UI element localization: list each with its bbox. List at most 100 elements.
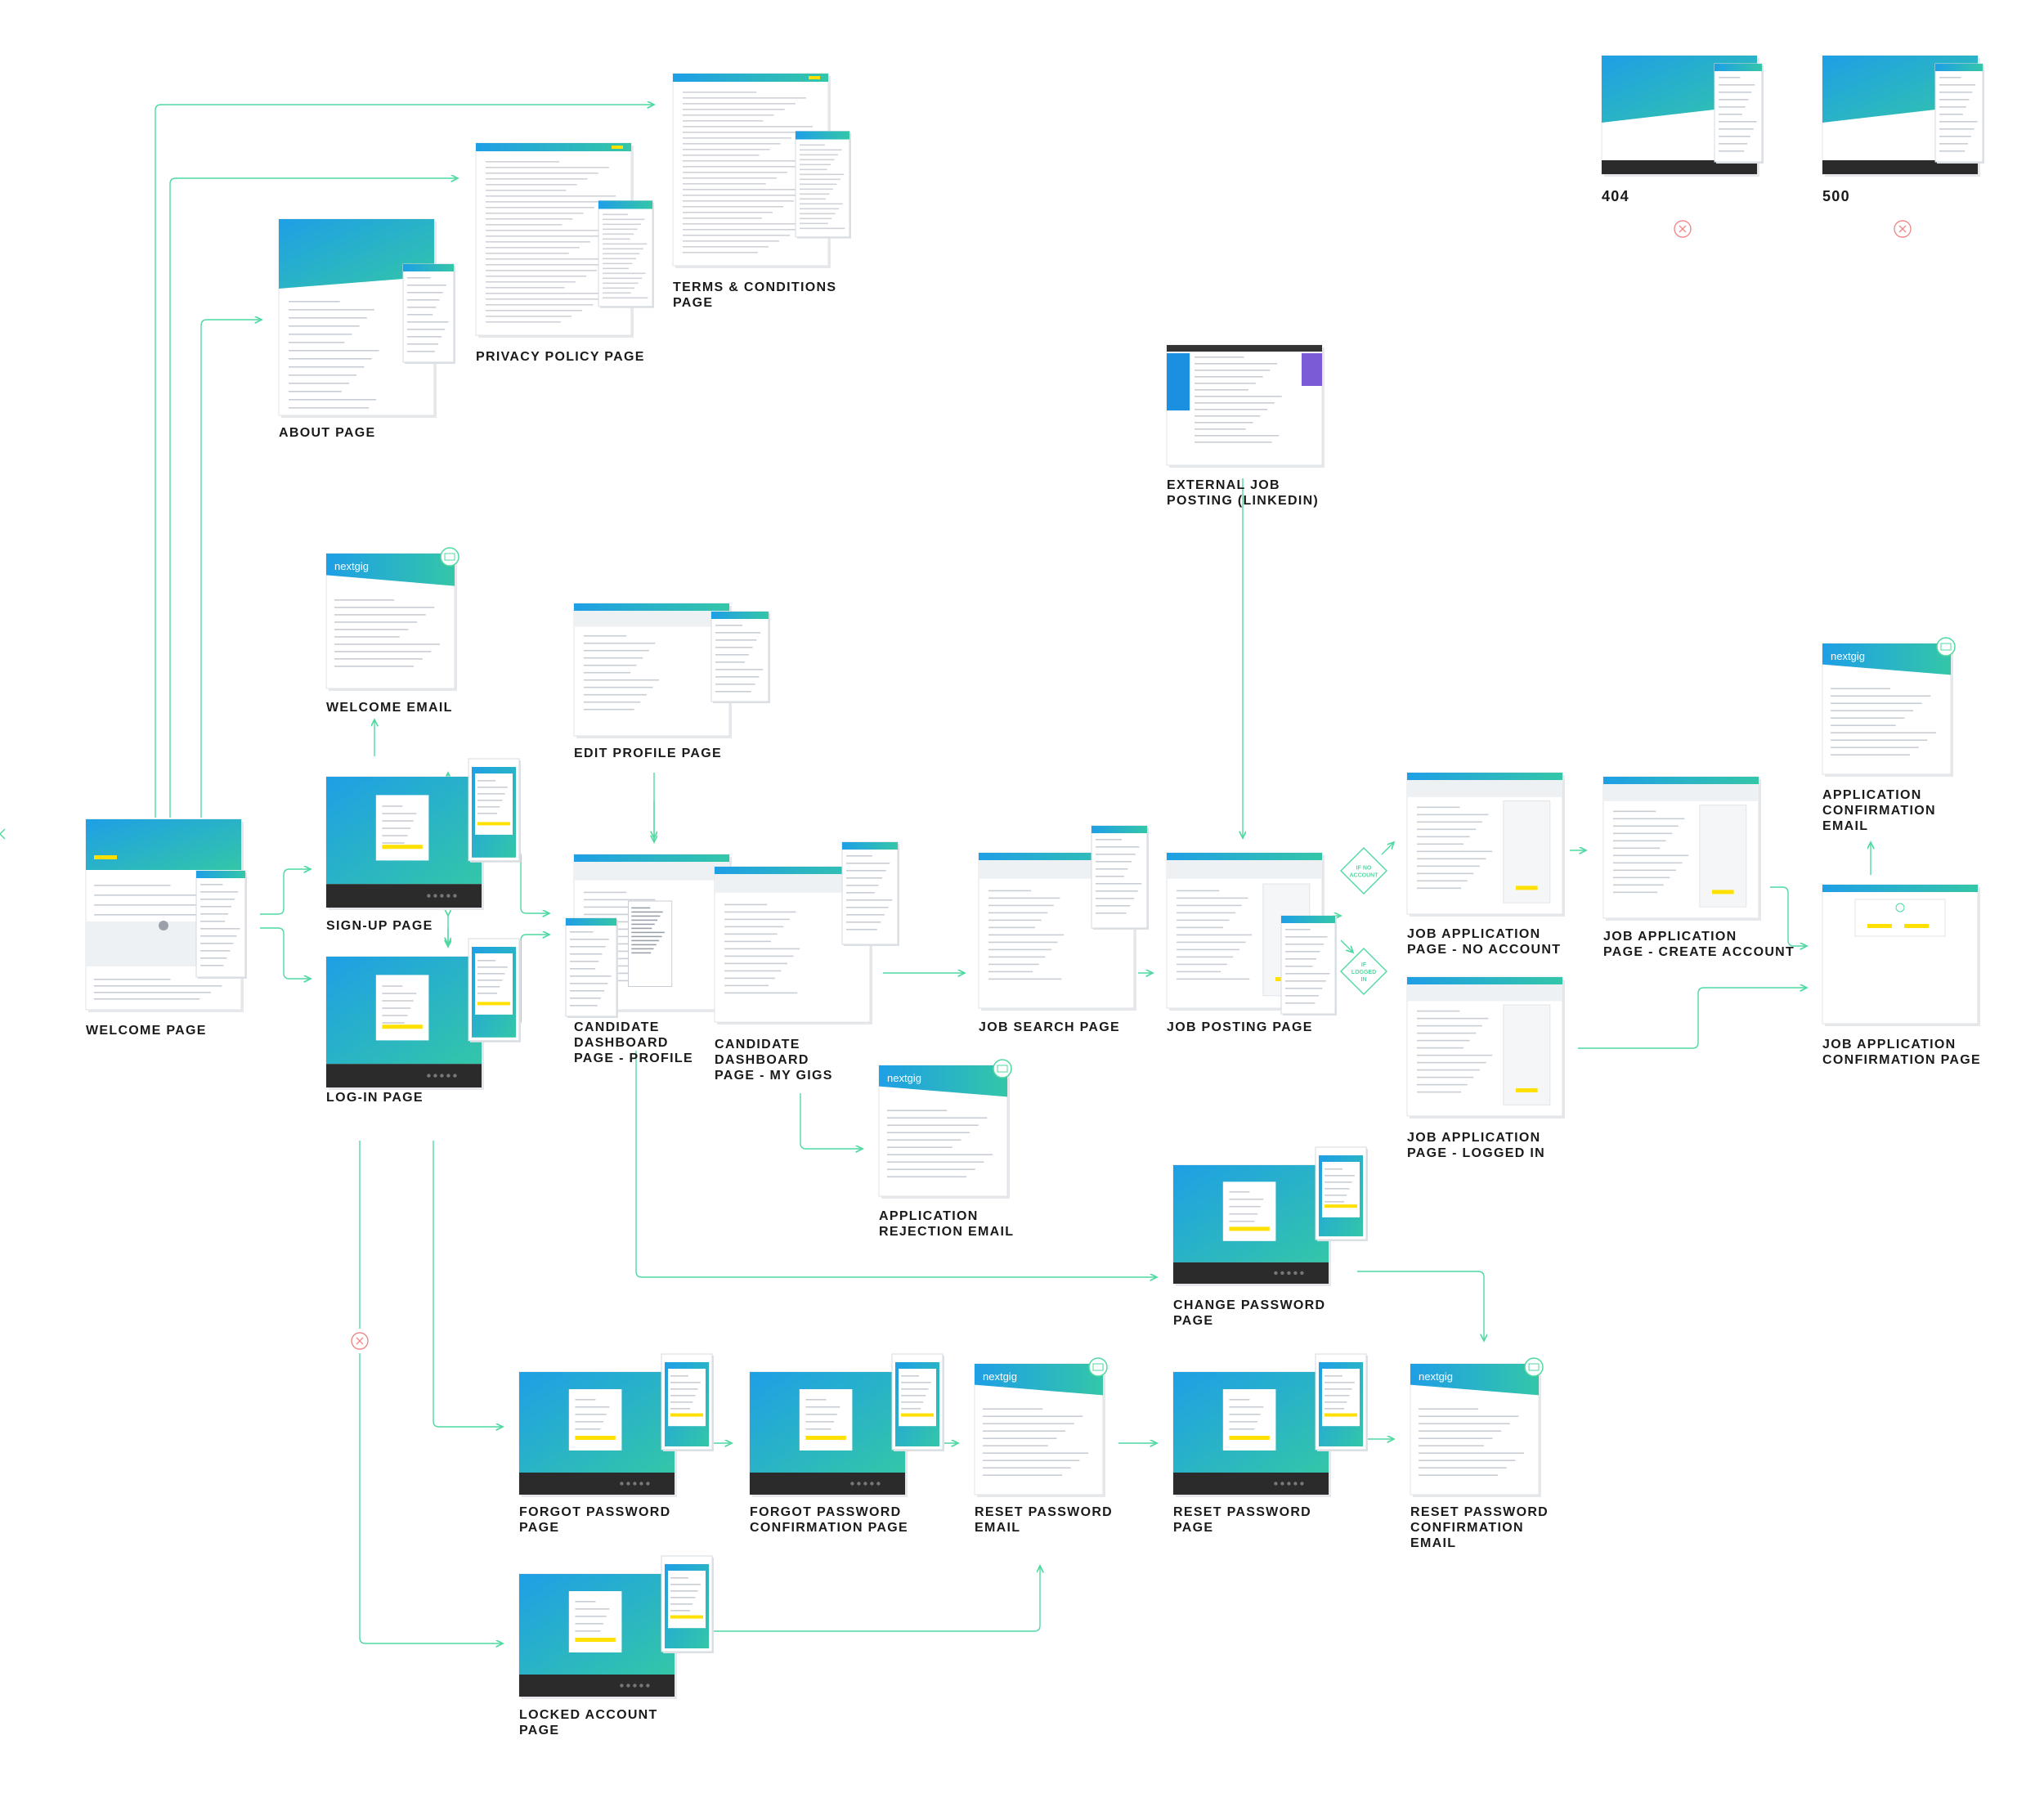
privacy-policy-screen (475, 142, 654, 338)
label-job-posting-page: JOB POSTING PAGE (1167, 1020, 1313, 1034)
label-log-in-page: LOG-IN PAGE (326, 1091, 424, 1105)
mobile-mockup (1934, 63, 1984, 164)
mobile-mockup (402, 263, 455, 364)
label-welcome-email: WELCOME EMAIL (326, 701, 453, 715)
app-create-account-screen (1602, 776, 1761, 921)
job-search-screen (978, 852, 1136, 1011)
label-reset-password-confirm-email: RESET PASSWORD CONFIRMATION EMAIL (1410, 1505, 1549, 1550)
app-confirmation-page-screen (1822, 884, 1980, 1026)
label-dashboard-my-gigs: CANDIDATE DASHBOARD PAGE - MY GIGS (715, 1038, 833, 1083)
connector-15 (1381, 842, 1394, 855)
sign-up-screen (325, 758, 521, 910)
mobile-mockup (565, 917, 618, 1018)
connector-3 (260, 869, 311, 915)
mobile-mockup (1091, 825, 1149, 930)
terms-conditions-screen (672, 73, 851, 268)
mobile-mockup (841, 841, 899, 946)
envelope-icon (1088, 1357, 1108, 1377)
mobile-mockup (1714, 63, 1764, 164)
reset-password-confirm-email-screen: nextgig (1410, 1357, 1544, 1497)
label-app-logged-in: JOB APPLICATION PAGE - LOGGED IN (1407, 1131, 1545, 1160)
log-in-screen (325, 938, 521, 1090)
connector-24 (433, 1141, 503, 1427)
label-500: 500 (1822, 188, 1850, 204)
envelope-icon (993, 1059, 1012, 1078)
dead-end-marker (351, 1332, 369, 1350)
label-about-page: ABOUT PAGE (279, 426, 376, 440)
email-brand-text: nextgig (1831, 650, 1865, 662)
connector-23 (1357, 1271, 1484, 1341)
email-brand-text: nextgig (1419, 1370, 1453, 1383)
external-job-posting-screen (1166, 344, 1325, 468)
label-rejection-email: APPLICATION REJECTION EMAIL (879, 1209, 1015, 1239)
connector-2 (200, 320, 262, 818)
envelope-icon (440, 547, 459, 567)
connector-18 (1770, 886, 1807, 946)
decision-label: IF (1361, 962, 1367, 968)
connector-4 (260, 927, 311, 979)
label-change-password: CHANGE PASSWORD PAGE (1173, 1298, 1326, 1328)
decision-label: LOGGED (1351, 970, 1376, 975)
label-app-confirmation-email: APPLICATION CONFIRMATION EMAIL (1822, 788, 1936, 833)
label-dashboard-profile: CANDIDATE DASHBOARD PAGE - PROFILE (574, 1020, 693, 1065)
dead-end-marker (1674, 220, 1692, 238)
screen-layer: nextgig nextgig nextgig nextgig nextgig IF NO… (85, 55, 1984, 1699)
email-brand-text: nextgig (334, 560, 369, 572)
label-locked-account: LOCKED ACCOUNT PAGE (519, 1708, 658, 1737)
decision-label: IF NO (1356, 866, 1372, 872)
label-welcome-page: WELCOME PAGE (86, 1024, 207, 1038)
connector-offscreen-entry (0, 828, 6, 840)
decision-label: IN (1361, 977, 1367, 983)
connector-1 (169, 178, 458, 818)
label-edit-profile-page: EDIT PROFILE PAGE (574, 747, 722, 760)
app-logged-in-screen (1406, 976, 1565, 1119)
reset-password-email-screen: nextgig (974, 1357, 1108, 1497)
connector-19 (1578, 988, 1807, 1049)
connector-0 (155, 105, 654, 818)
mobile-mockup (195, 870, 247, 979)
change-password-screen (1172, 1146, 1368, 1286)
envelope-icon (1936, 637, 1956, 657)
label-sign-up-page: SIGN-UP PAGE (326, 919, 433, 933)
connector-30 (699, 1566, 1040, 1632)
decision-diamond-logged_in: IF LOGGED IN (1340, 948, 1387, 995)
welcome-email-screen: nextgig (325, 547, 459, 691)
label-app-confirmation-page: JOB APPLICATION CONFIRMATION PAGE (1822, 1038, 1981, 1067)
label-privacy-policy-page: PRIVACY POLICY PAGE (476, 350, 645, 364)
mobile-mockup (1280, 915, 1337, 1016)
label-app-create-account: JOB APPLICATION PAGE - CREATE ACCOUNT (1603, 930, 1795, 959)
label-reset-password-page: RESET PASSWORD PAGE (1173, 1505, 1312, 1535)
envelope-icon (1524, 1357, 1544, 1377)
forgot-password-screen (518, 1353, 714, 1497)
email-brand-text: nextgig (887, 1072, 921, 1084)
connector-16 (1340, 939, 1353, 953)
app-no-account-screen (1406, 772, 1565, 917)
rejection-email-screen: nextgig (878, 1059, 1012, 1199)
label-reset-password-email: RESET PASSWORD EMAIL (975, 1505, 1114, 1535)
label-404: 404 (1602, 188, 1629, 204)
check-icon (1895, 903, 1905, 912)
welcome-page-screen (85, 818, 244, 1012)
edit-profile-screen (573, 603, 732, 738)
connector-29 (359, 1141, 503, 1643)
app-confirmation-email-screen: nextgig (1822, 637, 1956, 777)
dead-end-marker (1894, 220, 1912, 238)
locked-account-screen (518, 1555, 714, 1699)
connector-21 (800, 1093, 863, 1149)
label-forgot-password: FORGOT PASSWORD PAGE (519, 1505, 671, 1535)
email-brand-text: nextgig (983, 1370, 1017, 1383)
avatar (159, 921, 168, 930)
label-forgot-password-confirm: FORGOT PASSWORD CONFIRMATION PAGE (750, 1505, 908, 1535)
forgot-password-confirm-screen (749, 1353, 944, 1497)
label-external-job-posting: EXTERNAL JOB POSTING (LINKEDIN) (1167, 478, 1320, 508)
label-job-search-page: JOB SEARCH PAGE (979, 1020, 1121, 1034)
connector-22 (635, 1051, 1157, 1277)
decision-label: ACCOUNT (1350, 873, 1379, 879)
reset-password-screen (1172, 1353, 1368, 1497)
label-terms-page: TERMS & CONDITIONS PAGE (673, 280, 837, 310)
connector-layer (0, 105, 1871, 1643)
label-app-no-account: JOB APPLICATION PAGE - NO ACCOUNT (1407, 927, 1562, 957)
